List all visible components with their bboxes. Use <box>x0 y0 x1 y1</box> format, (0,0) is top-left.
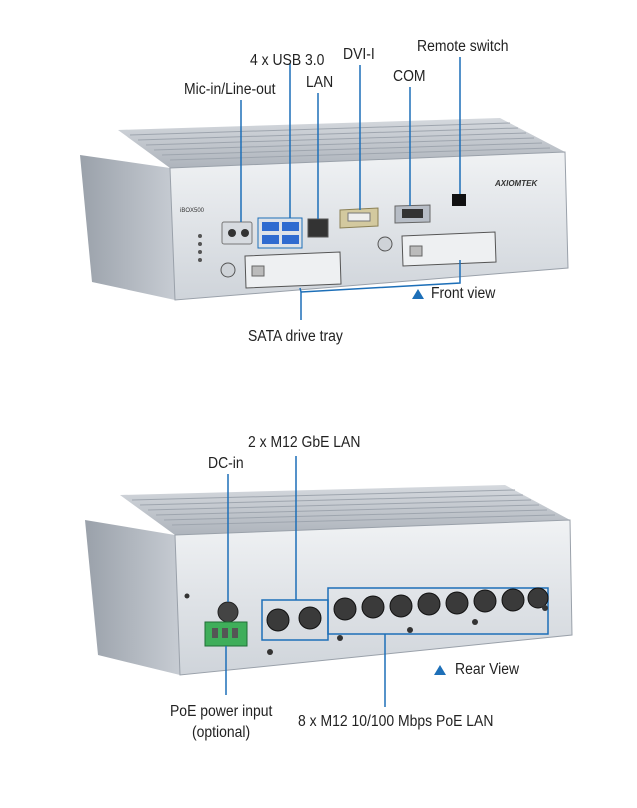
label-dvi: DVI-I <box>343 46 375 63</box>
label-front-view: Front view <box>431 285 496 302</box>
front-view-triangle-icon <box>412 289 424 299</box>
front-audio-jacks <box>221 221 253 245</box>
label-poe-lan: 8 x M12 10/100 Mbps PoE LAN <box>298 713 494 730</box>
rear-heatsink-fins <box>131 489 556 526</box>
label-dc-in: DC-in <box>208 455 244 472</box>
label-poe-power-input: PoE power input <box>170 703 273 720</box>
rear-dc-in-jack <box>217 601 239 623</box>
front-remote-switch <box>452 194 466 206</box>
front-callout-lines <box>240 57 461 320</box>
rear-screws <box>184 593 548 655</box>
label-rear-view: Rear View <box>455 661 520 678</box>
front-heatsink-fins <box>129 122 551 161</box>
front-usb-ports <box>257 217 303 249</box>
label-optional: (optional) <box>192 724 251 741</box>
front-drive-tray-right <box>377 231 497 267</box>
rear-callout-lines <box>225 456 386 707</box>
label-mic-line-out: Mic-in/Line-out <box>184 81 276 98</box>
front-drive-tray-left <box>220 251 342 289</box>
rear-view-triangle-icon <box>434 665 446 675</box>
label-lan: LAN <box>306 74 334 91</box>
label-sata-drive-tray: SATA drive tray <box>248 328 343 345</box>
front-led-indicators <box>198 234 202 262</box>
label-remote-switch: Remote switch <box>417 38 509 55</box>
rear-device <box>85 485 573 676</box>
front-side-left <box>80 155 175 300</box>
front-device: AXIOMTEK iBOX500 <box>80 118 569 301</box>
front-dvi-port <box>339 207 379 229</box>
label-usb: 4 x USB 3.0 <box>250 52 325 69</box>
label-m12-gbe-lan: 2 x M12 GbE LAN <box>248 434 361 451</box>
front-model-text: iBOX500 <box>180 208 205 214</box>
front-lan-port <box>307 218 329 238</box>
front-brand-text: AXIOMTEK <box>494 179 538 188</box>
label-com: COM <box>393 68 426 85</box>
front-com-port <box>394 204 431 224</box>
rear-m12-poe-ports <box>327 587 549 635</box>
rear-m12-gbe-ports <box>261 599 329 641</box>
rear-side-left <box>85 520 180 675</box>
rear-poe-power-terminal <box>204 621 248 647</box>
